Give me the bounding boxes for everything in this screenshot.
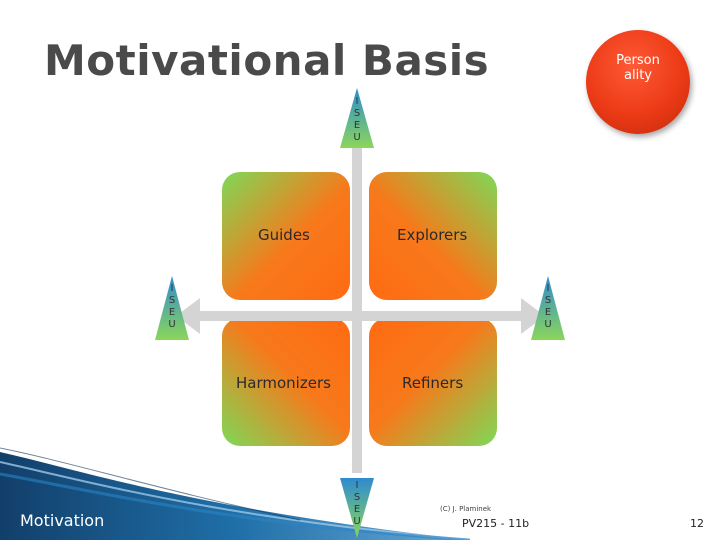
tip-letter: I (546, 283, 550, 294)
footer-course: PV215 - 11b (462, 517, 530, 530)
quadrant-guides (222, 172, 350, 300)
horizontal-axis-shaft (190, 311, 530, 321)
arrow-tip-left (155, 276, 189, 340)
tip-letter: U (353, 516, 361, 527)
arrowhead-left (176, 298, 200, 334)
slide-title: Motivational Basis (44, 36, 490, 85)
personality-label: Person ality (616, 53, 660, 83)
arrow-tip-right (531, 276, 565, 340)
quadrant-explorers (369, 172, 497, 300)
vertical-axis-shaft (352, 148, 362, 473)
tip-letter: E (353, 504, 361, 515)
tip-letter: E (544, 307, 552, 318)
tip-letter: I (355, 480, 359, 491)
quadrant-refiners (369, 318, 497, 446)
footer-copyright: (C) J. Plaminek (440, 505, 492, 513)
tip-letter: S (353, 108, 361, 119)
tip-letters-left: I S E U (155, 283, 189, 331)
arrowhead-right (521, 298, 545, 334)
tip-letter: I (170, 283, 174, 294)
tip-letter: I (355, 96, 359, 107)
tip-letters-bottom: I S E U (340, 480, 374, 528)
tip-letter: S (353, 492, 361, 503)
footer-section-label: Motivation (20, 511, 105, 530)
tip-letters-right: I S E U (531, 283, 565, 331)
arrow-tip-top (340, 88, 374, 148)
tip-letter: E (353, 120, 361, 131)
label-explorers: Explorers (397, 226, 468, 244)
tip-letter: E (168, 307, 176, 318)
page-number: 12 (690, 517, 704, 530)
corner-wave-decoration (0, 447, 470, 540)
tip-letter: U (168, 319, 176, 330)
personality-circle: Person ality (586, 30, 690, 134)
label-refiners: Refiners (402, 374, 464, 392)
tip-letter: U (544, 319, 552, 330)
label-guides: Guides (258, 226, 310, 244)
tip-letter: U (353, 132, 361, 143)
tip-letters-top: I S E U (340, 96, 374, 144)
tip-letter: S (544, 295, 552, 306)
tip-letter: S (168, 295, 176, 306)
label-harmonizers: Harmonizers (236, 374, 331, 392)
quadrant-harmonizers (222, 318, 350, 446)
arrow-tip-bottom (340, 478, 374, 538)
